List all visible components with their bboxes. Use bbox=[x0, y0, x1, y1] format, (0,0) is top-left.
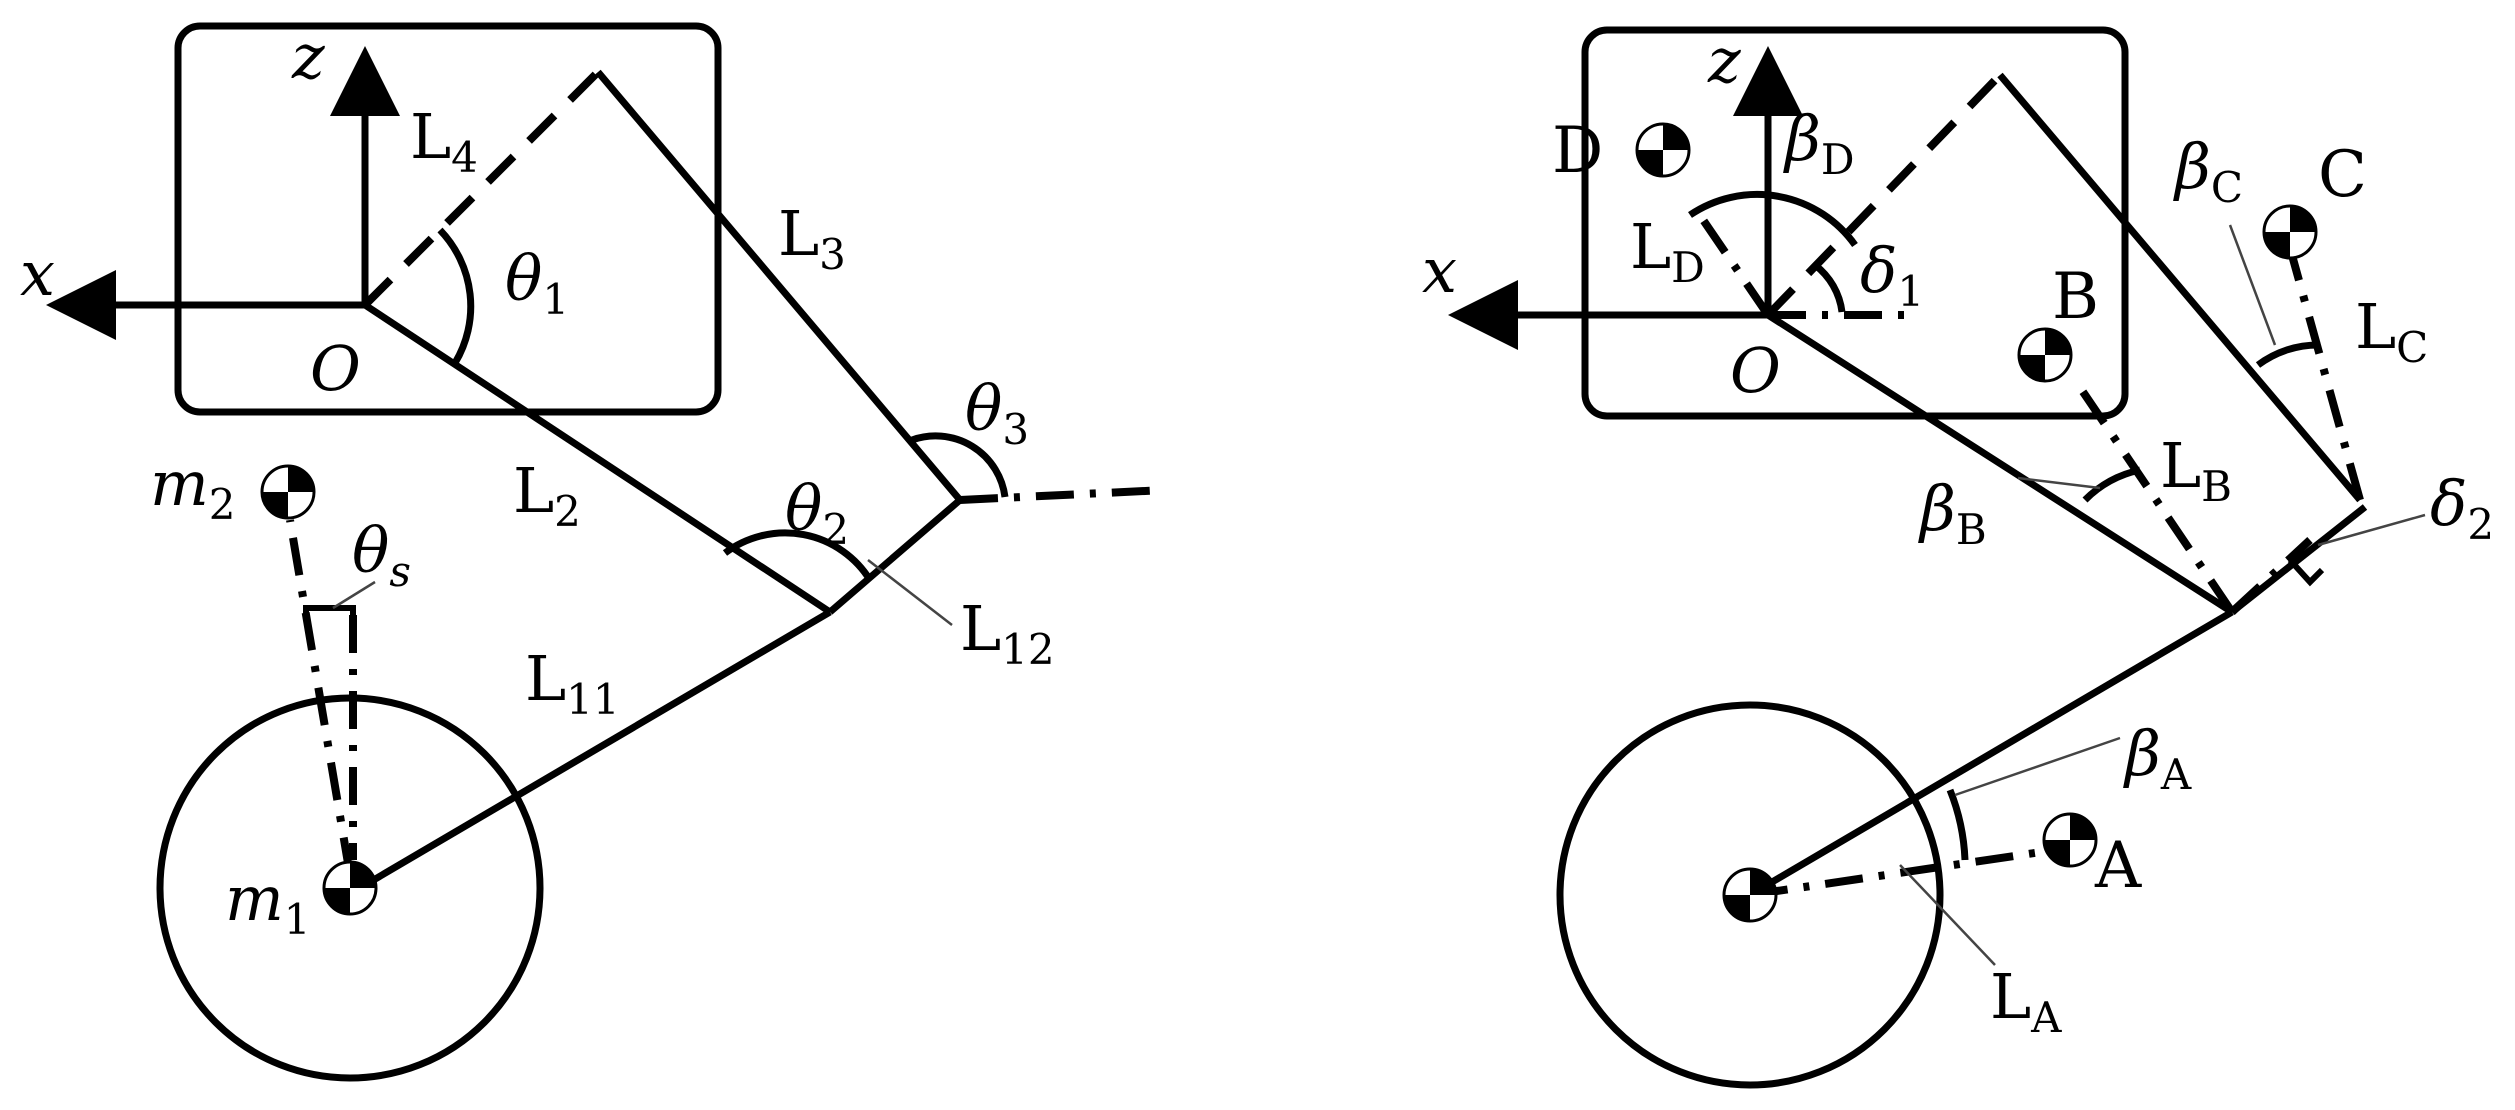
right-A-label: A bbox=[2094, 829, 2142, 903]
right-link-lower bbox=[1748, 608, 2234, 899]
left-theta2-arc bbox=[722, 529, 873, 582]
left-m2-mass-marker bbox=[260, 464, 316, 520]
right-wheel bbox=[1556, 701, 1944, 1089]
left-panel: z x O L4 L3 L2 L11 L12 θ1 θ2 θ3 θs m1 m2 bbox=[20, 20, 1166, 1082]
right-betaC-arc bbox=[2255, 341, 2321, 368]
left-origin-label: O bbox=[310, 332, 361, 405]
right-betaB-label: βB bbox=[1918, 472, 1987, 554]
right-betaA-label: βA bbox=[2123, 717, 2192, 799]
right-delta2-label: δ2 bbox=[2430, 467, 2494, 549]
left-link-L3 bbox=[595, 69, 963, 503]
right-C-mass-marker bbox=[2262, 204, 2318, 260]
left-thetas-label: θs bbox=[352, 514, 411, 596]
left-x-label: x bbox=[20, 237, 55, 310]
left-L12-label: L12 bbox=[960, 592, 1055, 674]
left-z-label: z bbox=[291, 20, 325, 93]
left-theta1-arc bbox=[437, 227, 475, 365]
left-m1-m2-link bbox=[286, 519, 354, 876]
right-link-middle bbox=[1766, 312, 2234, 615]
right-LA-pointer bbox=[1899, 864, 1996, 966]
left-m1-label: m1 bbox=[225, 862, 311, 944]
left-L4-label: L4 bbox=[410, 100, 478, 182]
left-link-L2 bbox=[363, 302, 832, 615]
left-theta3-label: θ3 bbox=[965, 372, 1029, 454]
right-link-upper bbox=[1997, 72, 2363, 503]
left-thetas-arc bbox=[303, 605, 356, 620]
right-betaC-pointer bbox=[2228, 224, 2277, 346]
left-link-L4-dashed bbox=[362, 69, 601, 308]
right-wheel-center-marker bbox=[1722, 867, 1778, 923]
left-theta3-reference bbox=[959, 486, 1166, 504]
right-origin-label: O bbox=[1730, 334, 1781, 407]
right-LD-line bbox=[1691, 205, 1772, 318]
right-LC-label: LC bbox=[2355, 290, 2428, 372]
right-LB-label: LB bbox=[2160, 429, 2232, 511]
right-betaB-arc bbox=[2082, 466, 2141, 503]
right-B-label: B bbox=[2052, 260, 2099, 334]
right-LB-line bbox=[2071, 377, 2236, 615]
right-betaC-label: βC bbox=[2173, 130, 2243, 212]
left-L11-label: L11 bbox=[525, 642, 620, 724]
right-LD-label: LD bbox=[1630, 210, 1705, 292]
right-delta1-arc bbox=[1812, 262, 1846, 313]
left-theta3-arc bbox=[910, 432, 1009, 498]
right-A-mass-marker bbox=[2042, 812, 2098, 868]
right-betaB-pointer bbox=[2017, 476, 2101, 490]
left-thetas-pointer bbox=[332, 580, 376, 610]
left-L3-label: L3 bbox=[778, 197, 846, 279]
right-delta1-label: δ1 bbox=[1860, 234, 1924, 316]
right-betaD-label: βD bbox=[1783, 102, 1855, 184]
right-LA-label: LA bbox=[1990, 960, 2062, 1042]
right-x-label: x bbox=[1422, 234, 1457, 307]
left-L12-pointer bbox=[867, 559, 953, 626]
left-link-L11 bbox=[363, 608, 832, 889]
left-theta1-label: θ1 bbox=[505, 242, 569, 324]
right-z-label: z bbox=[1707, 24, 1741, 97]
right-B-mass-marker bbox=[2017, 327, 2073, 383]
left-L2-label: L2 bbox=[513, 454, 581, 536]
right-LC-line bbox=[2286, 246, 2364, 502]
right-D-mass-marker bbox=[1635, 122, 1691, 178]
left-theta2-label: θ2 bbox=[785, 472, 849, 554]
right-betaA-arc bbox=[1946, 788, 1969, 861]
right-delta2-mark bbox=[2287, 557, 2325, 587]
right-LA-line bbox=[1749, 846, 2056, 899]
right-betaA-pointer bbox=[1954, 736, 2121, 797]
right-delta2-pointer bbox=[2317, 513, 2426, 547]
left-m2-label: m2 bbox=[150, 447, 236, 529]
left-link-L12 bbox=[827, 497, 963, 615]
left-m1-mass-marker bbox=[322, 860, 378, 916]
right-panel: z x O A B C D LA LB LC LD βA βB βC βD δ1… bbox=[1422, 24, 2494, 1089]
right-delta2-line bbox=[2229, 537, 2313, 615]
right-D-label: D bbox=[1552, 114, 1603, 188]
right-C-label: C bbox=[2318, 138, 2367, 212]
right-betaD-arc bbox=[1688, 190, 1858, 248]
